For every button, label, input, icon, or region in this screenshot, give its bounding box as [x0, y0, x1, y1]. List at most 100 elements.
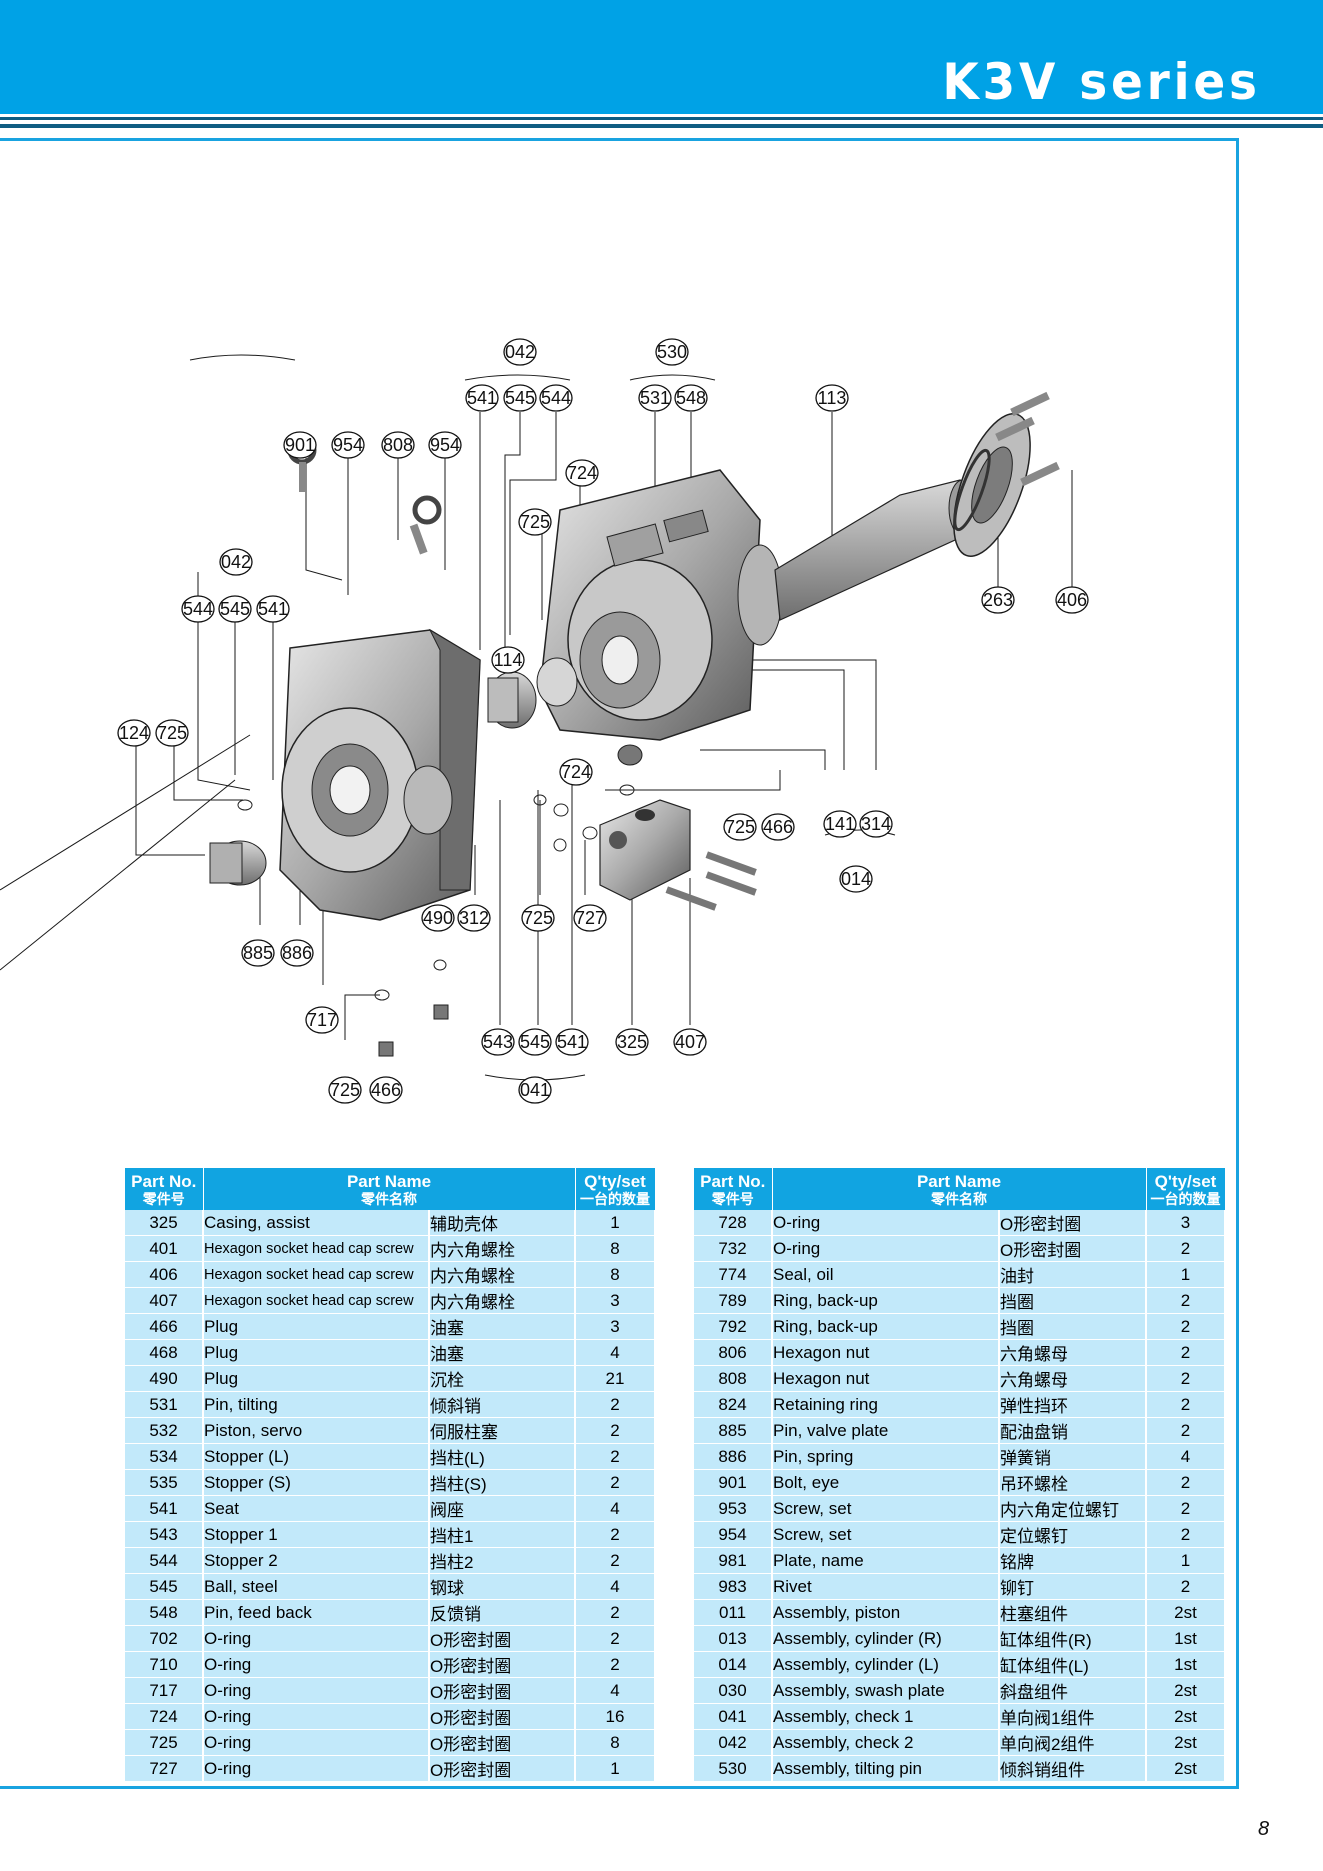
- callout-727: 727: [573, 904, 607, 932]
- quantity-cell: 8: [575, 1729, 657, 1756]
- callout-bubble: [181, 595, 215, 623]
- callout-bubble: [638, 384, 672, 412]
- callout-label: 725: [157, 723, 187, 743]
- callout-bubble: [481, 1028, 515, 1056]
- callout-label: 545: [520, 1032, 550, 1052]
- part-name-zh-cell: 挡柱(S): [429, 1469, 577, 1496]
- callout-543: 543: [481, 1028, 515, 1056]
- part-name-en-cell: Seat: [203, 1495, 430, 1522]
- part-name-zh-cell: 铭牌: [999, 1547, 1148, 1574]
- part-name-zh-cell: 挡圈: [999, 1313, 1148, 1340]
- callout-label: 717: [307, 1010, 337, 1030]
- callout-label: 901: [285, 435, 315, 455]
- callout-042: 042: [503, 338, 537, 366]
- callout-bubble: [491, 646, 525, 674]
- callout-263: 263: [981, 586, 1015, 614]
- callout-label: 808: [383, 435, 413, 455]
- callout-label: 042: [505, 342, 535, 362]
- quantity-cell: 2: [1146, 1417, 1227, 1444]
- quantity-cell: 2st: [1146, 1703, 1227, 1730]
- part-number-cell: 532: [125, 1417, 204, 1444]
- callout-724: 724: [565, 459, 599, 487]
- part-name-zh-cell: 单向阀1组件: [999, 1703, 1148, 1730]
- callout-bubble: [674, 384, 708, 412]
- callout-bubble: [241, 939, 275, 967]
- part-name-zh-cell: O形密封圈: [999, 1210, 1148, 1236]
- callout-bubble: [381, 431, 415, 459]
- callout-141: 141: [823, 810, 857, 838]
- callout-bubble: [283, 431, 317, 459]
- part-number-cell: 789: [694, 1287, 773, 1314]
- callout-530: 530: [655, 338, 689, 366]
- callout-label: 014: [841, 869, 871, 889]
- quantity-cell: 2: [1146, 1573, 1227, 1600]
- exploded-view-svg: 0425415455445305315481139019548089547247…: [0, 338, 1089, 1104]
- callout-bubble: [331, 431, 365, 459]
- part-number-cell: 774: [694, 1261, 773, 1288]
- quantity-cell: 3: [575, 1313, 657, 1340]
- quantity-cell: 2: [575, 1391, 657, 1418]
- part-number-cell: 732: [694, 1235, 773, 1262]
- part-name-en-cell: O-ring: [203, 1755, 430, 1782]
- part-number-cell: 535: [125, 1469, 204, 1496]
- part-name-en-cell: O-ring: [772, 1235, 1000, 1262]
- callout-bubble: [518, 508, 552, 536]
- callout-541: 541: [465, 384, 499, 412]
- drive-shaft: [774, 391, 1060, 621]
- part-name-en-cell: Plate, name: [772, 1547, 1000, 1574]
- part-number-cell: 824: [694, 1391, 773, 1418]
- part-name-en-cell: Stopper 2: [203, 1547, 430, 1574]
- part-number-cell: 544: [125, 1547, 204, 1574]
- part-number-cell: 548: [125, 1599, 204, 1626]
- callout-114: 114: [491, 646, 525, 674]
- part-number-cell: 030: [694, 1677, 773, 1704]
- part-number-cell: 468: [125, 1339, 204, 1366]
- quantity-cell: 2: [1146, 1313, 1227, 1340]
- part-name-en-cell: Ring, back-up: [772, 1287, 1000, 1314]
- part-name-zh-cell: 油封: [999, 1261, 1148, 1288]
- callout-label: 325: [617, 1032, 647, 1052]
- quantity-cell: 2: [575, 1417, 657, 1444]
- callout-bubble: [305, 1006, 339, 1034]
- part-name-en-cell: Assembly, check 2: [772, 1729, 1000, 1756]
- callout-bubble: [673, 1028, 707, 1056]
- callout-label: 544: [183, 599, 213, 619]
- part-name-zh-cell: 内六角螺栓: [429, 1235, 577, 1262]
- callout-label: 124: [119, 723, 149, 743]
- quantity-cell: 2: [1146, 1469, 1227, 1496]
- part-name-en-cell: O-ring: [203, 1729, 430, 1756]
- part-name-zh-cell: 弹簧销: [999, 1443, 1148, 1470]
- part-name-zh-cell: 油塞: [429, 1339, 577, 1366]
- part-number-cell: 041: [694, 1703, 773, 1730]
- part-name-zh-cell: O形密封圈: [429, 1755, 577, 1782]
- callout-label: 725: [520, 512, 550, 532]
- part-name-zh-cell: 内六角螺栓: [429, 1287, 577, 1314]
- part-name-zh-cell: 挡圈: [999, 1287, 1148, 1314]
- quantity-cell: 4: [1146, 1443, 1227, 1470]
- callout-bubble: [815, 384, 849, 412]
- part-name-en-cell: Pin, valve plate: [772, 1417, 1000, 1444]
- part-number-cell: 401: [125, 1235, 204, 1262]
- part-name-en-cell: Assembly, swash plate: [772, 1677, 1000, 1704]
- callout-312: 312: [457, 904, 491, 932]
- callout-717: 717: [305, 1006, 339, 1034]
- quantity-cell: 2: [1146, 1339, 1227, 1366]
- callout-label: 725: [725, 817, 755, 837]
- callout-bubble: [328, 1076, 362, 1104]
